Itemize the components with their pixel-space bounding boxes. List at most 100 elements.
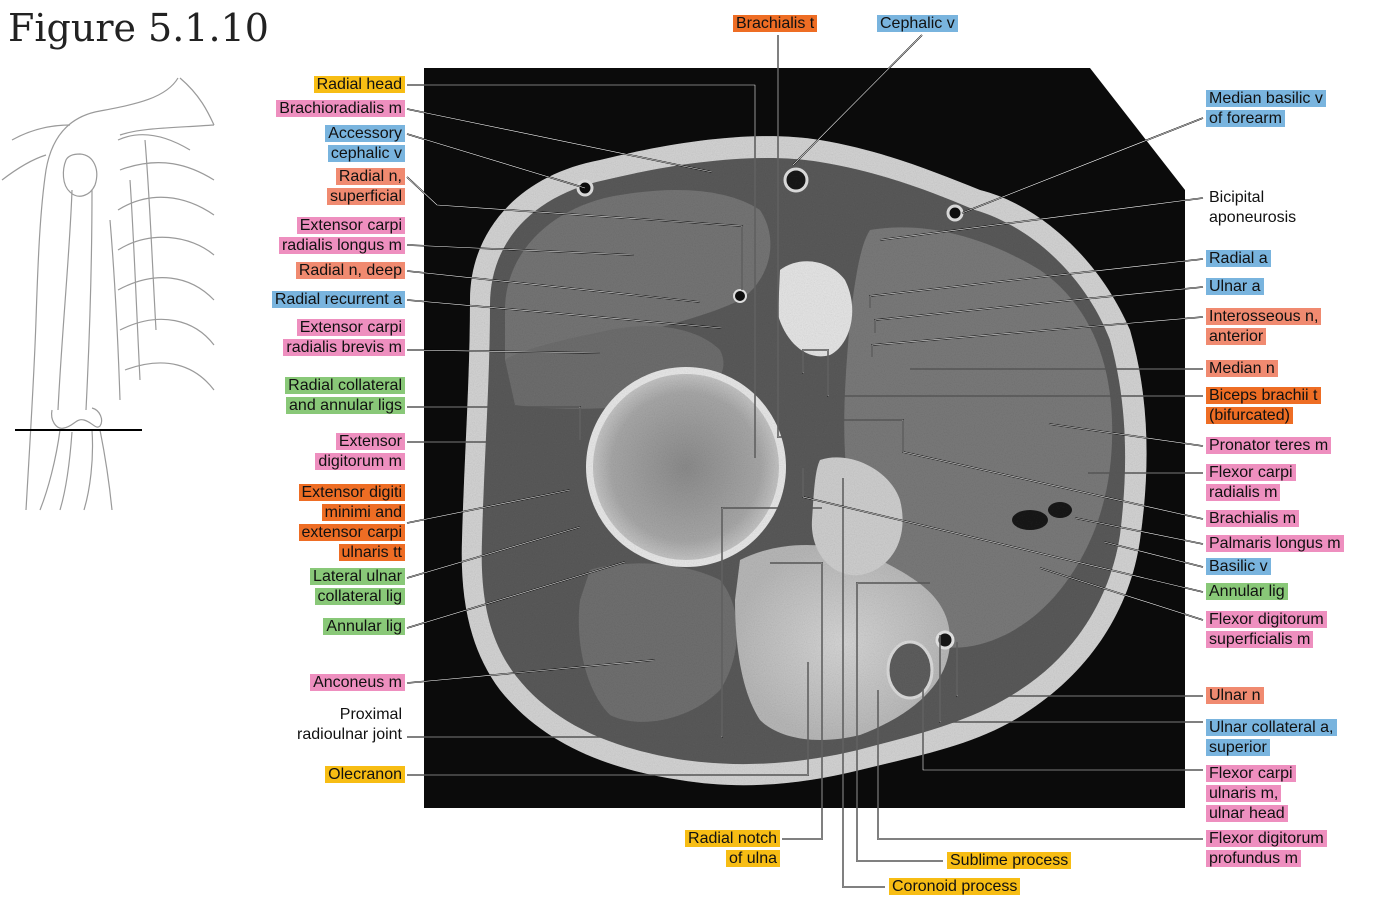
leader-halo-lateral-ulnar-collateral-lig <box>407 527 580 578</box>
label-median-basilic-v-of-forearm: Median basilic vof forearm <box>1206 89 1326 129</box>
label-brachialis-m: Brachialis m <box>1206 509 1299 529</box>
label-text-line: minimi and <box>322 504 405 521</box>
leader-line-radial-notch-of-ulna <box>770 563 822 839</box>
label-text-line: Radial n, deep <box>296 262 405 279</box>
leader-halo-ulnar-a <box>875 287 1203 333</box>
label-text-line: profundus m <box>1206 850 1301 867</box>
leader-line-ulnar-collateral-a-superior <box>940 635 1203 722</box>
label-text-line: Interosseous n, <box>1206 308 1321 325</box>
label-cephalic-v: Cephalic v <box>877 14 958 34</box>
leader-line-ulnar-n <box>957 642 1203 696</box>
leader-line-ulnar-a <box>875 287 1203 333</box>
leader-line-proximal-radioulnar-joint <box>407 508 822 737</box>
label-radial-notch-of-ulna: Radial notch of ulna <box>685 829 780 869</box>
label-interosseous-n-anterior: Interosseous n,anterior <box>1206 307 1321 347</box>
label-text-line: Median n <box>1206 360 1278 377</box>
leader-line-radial-n-superficial <box>407 177 742 290</box>
label-text-line: superficial <box>327 188 405 205</box>
label-text-line: Extensor carpi <box>297 319 405 336</box>
leader-line-radial-a <box>870 259 1203 308</box>
leader-halo-radial-n-deep <box>407 271 700 302</box>
leader-halo-extensor-carpi-radialis-brevis-m <box>407 350 600 353</box>
label-median-n: Median n <box>1206 359 1278 379</box>
label-text-line: superior <box>1206 739 1270 756</box>
label-ulnar-collateral-a-superior: Ulnar collateral a,superior <box>1206 718 1337 758</box>
label-text-line: Pronator teres m <box>1206 437 1331 454</box>
label-text-line: Palmaris longus m <box>1206 535 1344 552</box>
leader-halo-basilic-v <box>1104 542 1203 567</box>
label-text-line: radialis m <box>1206 484 1280 501</box>
leader-line-brachialis-m <box>810 420 1203 519</box>
label-text-line: Cephalic v <box>877 15 958 32</box>
label-flexor-carpi-radialis-m: Flexor carpi radialis m <box>1206 463 1296 503</box>
label-text-line: Extensor carpi <box>297 217 405 234</box>
leader-halo-radial-head <box>407 85 755 458</box>
label-radial-n-deep: Radial n, deep <box>296 261 405 281</box>
label-text-line: Brachialis t <box>733 15 817 32</box>
leader-line-biceps-brachii-t-bifurcated <box>803 350 1203 396</box>
label-annular-lig-left: Annular lig <box>323 617 405 637</box>
label-radial-head: Radial head <box>314 75 405 95</box>
label-text-line: ulnaris tt <box>339 544 405 561</box>
label-text-line: of forearm <box>1206 110 1285 127</box>
leader-halo-bicipital-aponeurosis <box>880 198 1203 240</box>
label-text-line: Radial head <box>314 76 405 93</box>
label-text-line: Radial notch <box>685 830 780 847</box>
label-text-line: superficialis m <box>1206 631 1313 648</box>
label-anconeus-m: Anconeus m <box>310 673 405 693</box>
label-text-line: digitorum m <box>315 453 405 470</box>
label-text-line: Radial a <box>1206 250 1271 267</box>
label-text-line: cephalic v <box>328 145 405 162</box>
label-biceps-brachii-t-bifurcated: Biceps brachii t (bifurcated) <box>1206 386 1321 426</box>
label-brachioradialis-m: Brachioradialis m <box>276 99 405 119</box>
label-text-line: Sublime process <box>947 852 1071 869</box>
label-lateral-ulnar-collateral-lig: Lateral ulnarcollateral lig <box>310 567 405 607</box>
label-text-line: Lateral ulnar <box>310 568 405 585</box>
label-accessory-cephalic-v: Accessorycephalic v <box>325 124 405 164</box>
leader-line-flexor-carpi-ulnaris-m-ulnar-head <box>923 688 1203 770</box>
label-text-line: Flexor digitorum <box>1206 830 1327 847</box>
label-pronator-teres-m: Pronator teres m <box>1206 436 1331 456</box>
leader-halo-accessory-cephalic-v <box>407 134 585 188</box>
label-radial-n-superficial: Radial n,superficial <box>327 167 405 207</box>
leader-halo-olecranon <box>407 662 808 775</box>
leader-halo-biceps-brachii-t-bifurcated <box>803 350 1203 396</box>
leader-line-interosseous-n-anterior <box>872 317 1203 357</box>
label-text-line: Coronoid process <box>889 878 1020 895</box>
leader-line-annular-lig-right <box>803 468 1203 592</box>
label-text-line: of ulna <box>726 850 780 867</box>
label-text-line: Ulnar n <box>1206 687 1264 704</box>
label-text-line: Anconeus m <box>310 674 405 691</box>
label-extensor-digitorum-m: Extensordigitorum m <box>315 432 405 472</box>
leader-halo-radial-collateral-and-annular-ligs <box>407 407 580 440</box>
leader-halo-annular-lig-right <box>803 468 1203 592</box>
leader-halo-flexor-digitorum-profundus-m <box>878 690 1203 839</box>
label-coronoid-process: Coronoid process <box>889 877 1020 897</box>
label-text-line: (bifurcated) <box>1206 407 1293 424</box>
leader-halo-radial-notch-of-ulna <box>770 563 822 839</box>
leader-halo-proximal-radioulnar-joint <box>407 508 822 737</box>
leader-halo-brachioradialis-m <box>407 109 712 172</box>
leader-halo-flexor-carpi-ulnaris-m-ulnar-head <box>923 688 1203 770</box>
label-text-line: Biceps brachii t <box>1206 387 1321 404</box>
leader-line-radial-collateral-and-annular-ligs <box>407 407 580 440</box>
leader-halo-median-basilic-v-of-forearm <box>962 118 1203 213</box>
label-text-line: aponeurosis <box>1206 209 1299 226</box>
label-annular-lig-right: Annular lig <box>1206 582 1288 602</box>
leader-halo-brachialis-t <box>778 35 830 437</box>
label-text-line: Basilic v <box>1206 558 1271 575</box>
label-text-line: Radial collateral <box>285 377 405 394</box>
label-flexor-digitorum-profundus-m: Flexor digitorum profundus m <box>1206 829 1327 869</box>
leader-halo-annular-lig-left <box>407 562 625 628</box>
leader-halo-extensor-carpi-radialis-longus-m <box>407 245 634 255</box>
leader-halo-anconeus-m <box>407 660 655 683</box>
leader-line-sublime-process <box>857 583 943 861</box>
label-text-line: Flexor carpi <box>1206 464 1296 481</box>
label-text-line: Flexor digitorum <box>1206 611 1327 628</box>
